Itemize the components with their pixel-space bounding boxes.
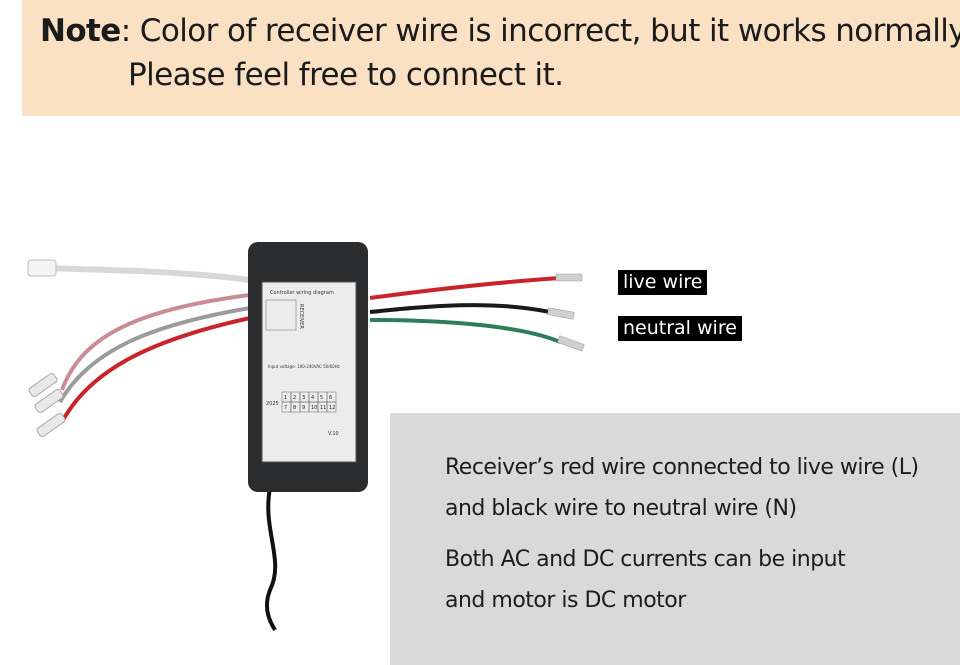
receiver-illustration: Controller wiring diagram RECEIVER Input… [27,242,585,632]
note-line-1: Note: Color of receiver wire is incorrec… [40,13,960,49]
info-line-3: Both AC and DC currents can be input [445,547,846,572]
pink-wire [60,293,251,391]
receiver-text: RECEIVER [298,304,304,329]
white-connector [27,259,57,277]
note-label: Note [40,13,121,49]
green-wire-right [369,318,561,344]
neutral-wire-label: neutral wire [618,316,742,341]
number-cell-text: 4 [311,395,314,401]
note-text-1: : Color of receiver wire is incorrect, b… [120,13,960,49]
black-wire-tip [547,307,575,320]
red-wire-right [369,276,561,300]
wiring-box [265,299,297,331]
red-wire-left [60,316,251,423]
number-cell [326,401,337,413]
live-wire-label: live wire [618,270,708,295]
number-cell-text: 2 [293,395,296,401]
gray-wire [58,306,251,404]
antenna-wire [264,487,278,632]
red-wire-tip [555,273,583,282]
left-connector-2 [34,388,64,414]
year-text: 2025 [266,401,279,407]
note-text-2: Please feel free to connect it. [128,57,564,93]
note-banner: Note: Color of receiver wire is incorrec… [22,0,960,116]
number-cell-text: 11 [320,405,326,411]
number-cell-text: 12 [329,405,335,411]
number-cell-text: 8 [293,405,296,411]
number-cell-text: 6 [329,395,332,401]
number-cell-text: 10 [311,405,317,411]
number-cell-text: 3 [302,395,305,401]
info-line-1: Receiver’s red wire connected to live wi… [445,455,919,480]
input-voltage-text: Input voltage: 100-240VAC 50/60Hz [268,364,340,369]
info-line-2: and black wire to neutral wire (N) [445,496,797,521]
left-connector-1 [28,372,58,398]
info-panel: Receiver’s red wire connected to live wi… [390,413,960,665]
number-cell-text: 7 [284,405,287,411]
number-cell-text: 9 [302,405,305,411]
number-cell-text: 5 [320,395,323,401]
number-cell-text: 1 [284,395,287,401]
green-wire-tip [557,335,585,352]
white-wire [39,265,251,283]
version-text: V.10 [328,431,339,437]
receiver-label-area [261,281,357,463]
info-line-4: and motor is DC motor [445,588,686,613]
black-wire-right [369,303,551,314]
left-connector-3 [36,412,66,438]
diagram-title: Controller wiring diagram [270,290,334,296]
